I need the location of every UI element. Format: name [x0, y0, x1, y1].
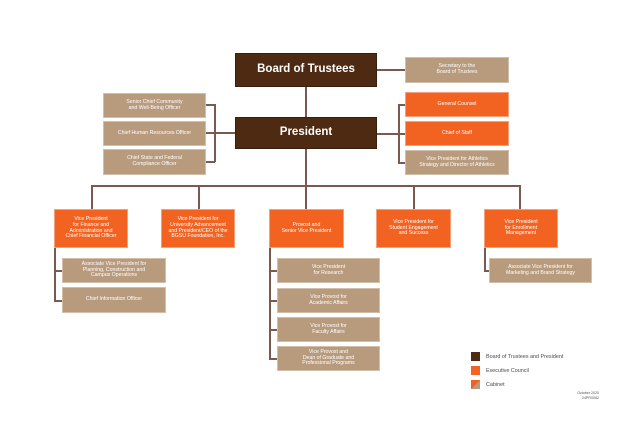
connector-vp-drop-4: [413, 185, 415, 209]
vp-student-engagement-box: Vice President for Student Engagement an…: [376, 209, 451, 248]
vp-athletics-box: Vice President for Athletics Strategy an…: [405, 150, 509, 175]
vp-athletics-label: Vice President for Athletics Strategy an…: [419, 155, 495, 168]
legend-label-primary: Board of Trustees and President: [486, 353, 564, 360]
footer: October 2025 24PR0082: [577, 391, 599, 400]
connector-left-bracket: [214, 104, 216, 162]
footer-code: 24PR0082: [582, 395, 599, 400]
connector-provost-2: [269, 300, 277, 302]
vp-faculty-affairs-box: Vice Provost for Faculty Affairs: [277, 317, 380, 342]
connector-finance-2: [54, 300, 62, 302]
provost-label: Provost and Senior Vice President: [281, 221, 332, 234]
president-label: President: [279, 126, 333, 139]
legend-label-cabinet: Cabinet: [486, 381, 505, 388]
chief-of-staff-label: Chief of Staff: [442, 129, 472, 136]
legend-item-primary: Board of Trustees and President: [471, 352, 563, 361]
connector-board-president: [305, 87, 307, 117]
vp-enrollment-box: Vice President for Enrollment Management: [484, 209, 558, 248]
board-of-trustees-label: Board of Trustees: [257, 63, 355, 76]
vp-faculty-affairs-label: Vice Provost for Faculty Affairs: [310, 322, 347, 335]
vp-academic-affairs-box: Vice Provost for Academic Affairs: [277, 288, 380, 313]
chief-compliance-officer-box: Chief State and Federal Compliance Offic…: [103, 149, 206, 175]
board-of-trustees-box: Board of Trustees: [235, 53, 377, 87]
vp-advancement-box: Vice President for University Advancemen…: [161, 209, 235, 248]
chief-hr-officer-box: Chief Human Resources Officer: [103, 121, 206, 146]
connector-right-top: [398, 104, 405, 106]
vp-advancement-label: Vice President for University Advancemen…: [168, 215, 228, 240]
legend-swatch-executive: [471, 366, 480, 375]
avp-planning-label: Associate Vice President for Planning, C…: [81, 260, 147, 279]
footer-date: October 2025: [577, 391, 599, 395]
chief-compliance-officer-label: Chief State and Federal Compliance Offic…: [127, 155, 182, 167]
connector-right-bracket: [398, 104, 400, 163]
connector-vp-drop-1: [91, 185, 93, 209]
connector-vp-bus: [91, 185, 520, 187]
general-counsel-box: General Counsel: [405, 92, 509, 117]
legend-swatch-primary: [471, 352, 480, 361]
avp-marketing-box: Associate Vice President for Marketing a…: [489, 258, 592, 283]
connector-right-bottom: [398, 162, 405, 164]
connector-left-bottom: [206, 161, 215, 163]
connector-finance-tree: [54, 248, 56, 301]
connector-enrollment-tree: [484, 248, 486, 271]
provost-box: Provost and Senior Vice President: [269, 209, 344, 248]
connector-provost-3: [269, 329, 277, 331]
vp-student-engagement-label: Vice President for Student Engagement an…: [389, 218, 438, 237]
senior-chief-community-box: Senior Chief Community and Well-Being Of…: [103, 93, 206, 118]
vp-finance-label: Vice President for Finance and Administr…: [65, 215, 117, 240]
connector-left-top: [206, 104, 215, 106]
connector-right-stub: [377, 133, 405, 135]
connector-board-secretary: [377, 69, 405, 71]
vp-graduate-programs-label: Vice Provost and Dean of Graduate and Pr…: [302, 348, 355, 367]
legend-swatch-cabinet: [471, 380, 480, 389]
connector-vp-drop-5: [519, 185, 521, 209]
vp-research-label: Vice President for Research: [311, 263, 346, 276]
secretary-box: Secretary to the Board of Trustees: [405, 57, 509, 83]
legend-item-cabinet: Cabinet: [471, 380, 505, 389]
connector-enrollment-1: [484, 270, 490, 272]
connector-vp-drop-2: [198, 185, 200, 209]
chief-hr-officer-label: Chief Human Resources Officer: [117, 129, 192, 136]
avp-planning-box: Associate Vice President for Planning, C…: [62, 258, 166, 283]
cio-label: Chief Information Officer: [85, 296, 143, 303]
senior-chief-community-label: Senior Chief Community and Well-Being Of…: [126, 98, 183, 111]
secretary-label: Secretary to the Board of Trustees: [436, 63, 478, 75]
president-box: President: [235, 117, 377, 149]
vp-research-box: Vice President for Research: [277, 258, 380, 283]
vp-academic-affairs-label: Vice Provost for Academic Affairs: [309, 293, 348, 306]
legend-item-executive: Executive Council: [471, 366, 529, 375]
chief-of-staff-box: Chief of Staff: [405, 121, 509, 146]
connector-provost-1: [269, 270, 277, 272]
vp-graduate-programs-box: Vice Provost and Dean of Graduate and Pr…: [277, 346, 380, 371]
cio-box: Chief Information Officer: [62, 287, 166, 313]
vp-enrollment-label: Vice President for Enrollment Management: [504, 218, 538, 237]
connector-president-bus: [305, 149, 307, 209]
avp-marketing-label: Associate Vice President for Marketing a…: [506, 263, 575, 276]
legend-label-executive: Executive Council: [486, 367, 529, 374]
connector-finance-1: [54, 270, 62, 272]
connector-left-stub: [206, 132, 235, 134]
vp-finance-box: Vice President for Finance and Administr…: [54, 209, 128, 248]
connector-provost-tree: [269, 248, 271, 359]
general-counsel-label: General Counsel: [437, 100, 477, 107]
connector-provost-4: [269, 358, 277, 360]
